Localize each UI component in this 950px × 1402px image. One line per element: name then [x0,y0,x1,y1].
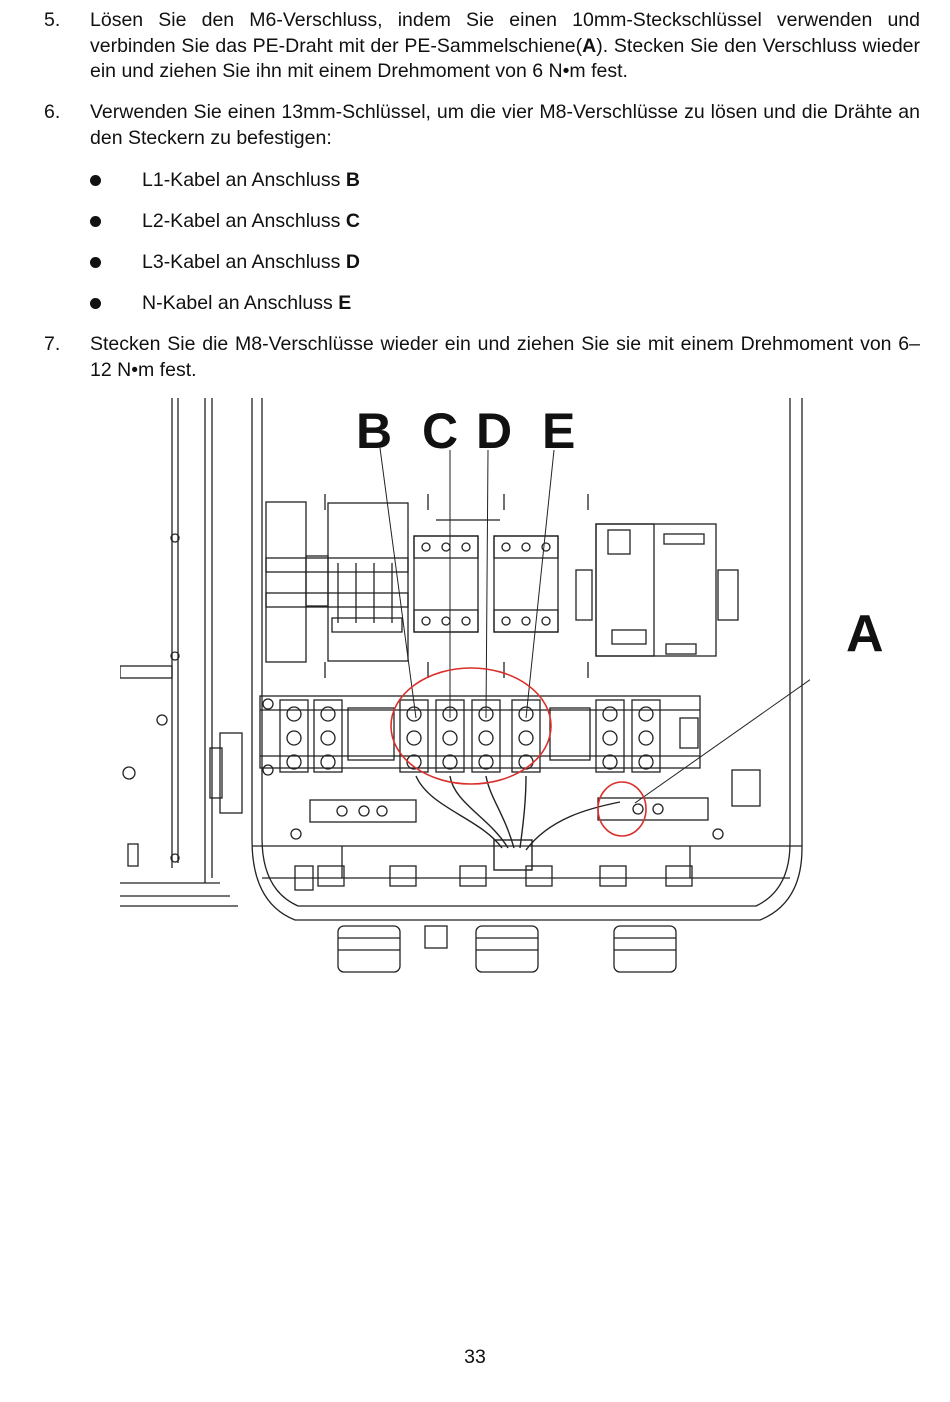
surge-protector [265,501,409,663]
contactor-2 [493,535,559,633]
bullet-item-n: N-Kabel an Anschluss E [90,291,351,316]
din-marks [324,494,589,678]
step-number: 5. [44,9,61,31]
leader-lines [379,447,810,804]
label-b: B [356,403,392,459]
contactor-1 [413,535,479,633]
bullet-dot-icon [90,298,101,309]
highlight-marks [390,667,647,837]
step-text: Stecken Sie die M8-Verschlüsse wieder ei… [90,333,920,381]
step-5: 5. Lösen Sie den M6-Verschluss, indem Si… [44,8,920,85]
wiring-diagram: B C D E [120,398,810,973]
terminal-block [259,695,701,776]
bullet-dot-icon [90,175,101,186]
cabinet-door [120,398,243,907]
cables [415,775,621,871]
bottom-terminal-strip [317,865,693,887]
bullet-dot-icon [90,257,101,268]
cabinet-body [251,398,803,921]
label-e: E [542,403,575,459]
step-text: Lösen Sie den M6-Verschluss, indem Sie e… [90,9,920,82]
page-number: 33 [464,1346,486,1368]
bullet-item-l3: L3-Kabel an Anschluss D [90,250,360,275]
pe-busbar [290,797,724,840]
label-d: D [476,403,512,459]
label-c: C [422,403,458,459]
step-number: 6. [44,101,61,123]
bullet-dot-icon [90,216,101,227]
bullet-item-l1: L1-Kabel an Anschluss B [90,168,360,193]
cable-glands [337,925,677,973]
step-text: Verwenden Sie einen 13mm-Schlüssel, um d… [90,101,920,149]
step-6: 6. Verwenden Sie einen 13mm-Schlüssel, u… [44,100,920,151]
step-7: 7. Stecken Sie die M8-Verschlüsse wieder… [44,332,920,383]
power-supply [575,523,739,657]
label-a: A [846,605,884,663]
bullet-item-l2: L2-Kabel an Anschluss C [90,209,360,234]
step-number: 7. [44,333,61,355]
